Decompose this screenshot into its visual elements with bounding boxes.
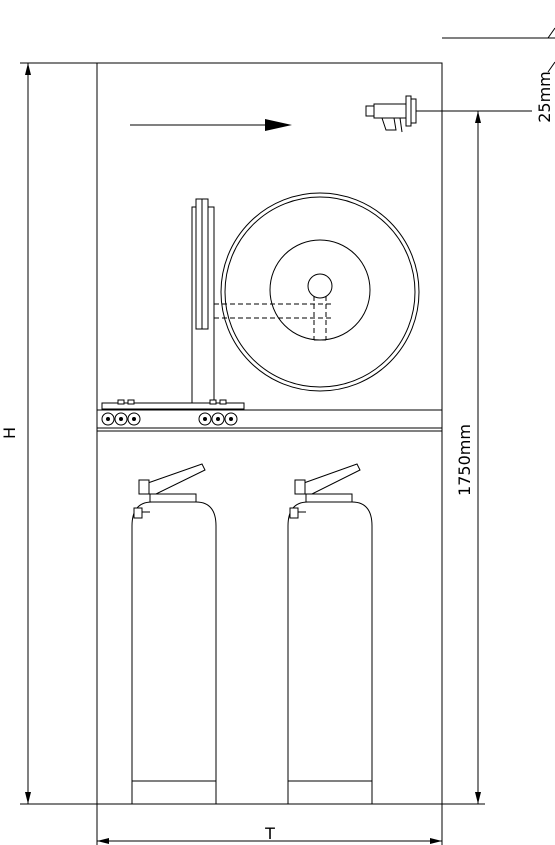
roller-group-left — [101, 399, 141, 426]
hose-reel-icon — [206, 192, 420, 392]
valve-icon — [365, 95, 417, 133]
height-dimension: H — [0, 62, 97, 805]
height-label: H — [0, 427, 19, 439]
valve-offset-dimension — [416, 27, 555, 112]
height-value-label: 1750mm — [455, 424, 474, 496]
arrow-right-icon — [130, 119, 292, 131]
depth-label: T — [264, 824, 275, 843]
fire-extinguisher-icon — [287, 463, 373, 805]
fire-extinguisher-icon — [131, 463, 217, 805]
offset-value-label: 25mm — [535, 71, 554, 123]
height-value-dimension: 1750mm — [442, 111, 485, 805]
reel-stand — [191, 198, 215, 404]
trolley-rail — [96, 399, 443, 429]
roller-group-right — [198, 399, 238, 426]
depth-dimension: T — [96, 804, 443, 845]
